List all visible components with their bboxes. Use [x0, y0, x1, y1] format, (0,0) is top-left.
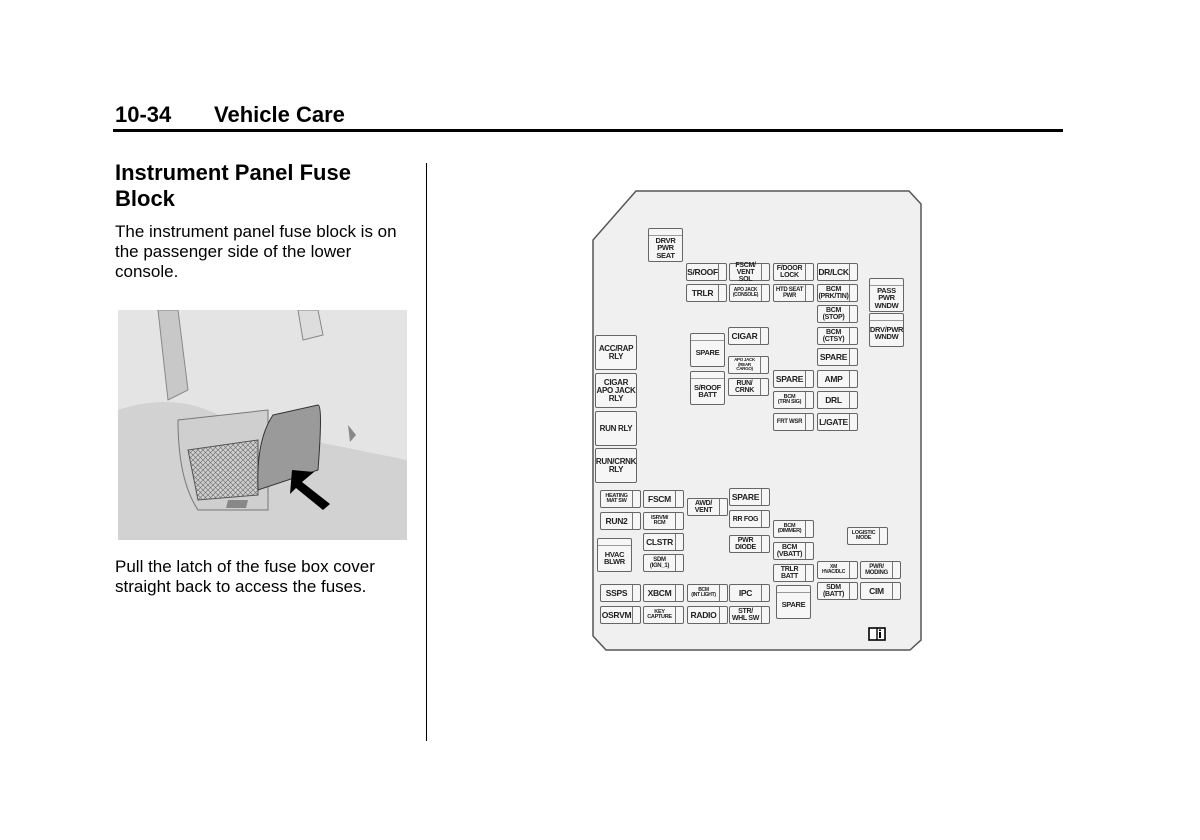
- fuse-str-whl-sw: STR/ WHL SW: [729, 606, 770, 624]
- fuse-apo-jack-rear-cargo: APO JACK (REAR CARGO): [728, 356, 769, 374]
- fuse-pass-pwr-wndw: PASS PWR WNDW: [869, 278, 904, 312]
- fuse-ipc: IPC: [729, 584, 770, 602]
- column-divider: [426, 163, 427, 741]
- section-heading: Instrument Panel Fuse Block: [115, 160, 351, 211]
- fuse-s-roof: S/ROOF: [686, 263, 727, 281]
- fuse-block-location-illustration: [118, 310, 407, 540]
- relay-cigar-apo-jack: CIGAR APO JACK RLY: [595, 373, 637, 408]
- fuse-spare: SPARE: [773, 370, 814, 388]
- fuse-pwr-moding: PWR/ MODING: [860, 561, 901, 579]
- fuse-dr-lck: DR/LCK: [817, 263, 858, 281]
- fuse-bcm-trn-sig: BCM (TRN SIG): [773, 391, 814, 409]
- fuse-ssps: SSPS: [600, 584, 641, 602]
- page-number: 10-34: [115, 102, 172, 127]
- fuse-xm-hvac-dlc: XM HVAC/DLC: [817, 561, 858, 579]
- section-title: Vehicle Care: [214, 102, 345, 127]
- fuse-bcm-ctsy: BCM (CTSY): [817, 327, 858, 345]
- fuse-bcm-dimmer: BCM (DIMMER): [773, 520, 814, 538]
- fuse-l-gate: L/GATE: [817, 413, 858, 431]
- fuse-fscm-vent-sol: FSCM/ VENT SOL: [729, 262, 770, 283]
- fuse-isrvm-rcm: ISRVM/ RCM: [643, 512, 684, 530]
- fuse-bcm-vbatt: BCM (VBATT): [773, 542, 814, 560]
- fuse-spare: SPARE: [817, 348, 858, 366]
- fuse-logistic-mode: LOGISTIC MODE: [847, 527, 888, 545]
- instruction-paragraph: Pull the latch of the fuse box cover str…: [115, 557, 375, 596]
- owner-manual-book-icon: [868, 627, 886, 641]
- fuse-f-door-lock: F/DOOR LOCK: [773, 263, 814, 281]
- fuse-hvac-blwr: HVAC BLWR: [597, 538, 632, 572]
- relay-run-crnk: RUN/CRNK RLY: [595, 448, 637, 483]
- fuse-drvr-pwr-seat: DRVR PWR SEAT: [648, 228, 683, 262]
- fuse-drl: DRL: [817, 391, 858, 409]
- fuse-clstr: CLSTR: [643, 533, 684, 551]
- fuse-spare-tall: SPARE: [776, 585, 811, 619]
- fuse-s-roof-batt: S/ROOF BATT: [690, 371, 725, 405]
- fuse-awd-vent: AWD/ VENT: [687, 498, 728, 516]
- fuse-key-capture: KEY CAPTURE: [643, 606, 684, 624]
- intro-paragraph: The instrument panel fuse block is on th…: [115, 222, 397, 281]
- fuse-bcm-stop: BCM (STOP): [817, 305, 858, 323]
- fuse-bcm-int-light: BCM (INT LIGHT): [687, 584, 728, 602]
- fuse-frt-wsr: FRT WSR: [773, 413, 814, 431]
- fuse-trlr: TRLR: [686, 284, 727, 302]
- fuse-run2: RUN2: [600, 512, 641, 530]
- fuse-run-crnk: RUN/ CRNK: [728, 378, 769, 396]
- fuse-bcm-prk-tin: BCM (PRK/TIN): [817, 284, 858, 302]
- fuse-apo-jack-console: APO JACK (CONSOLE): [729, 284, 770, 302]
- fuse-cim: CIM: [860, 582, 901, 600]
- fuse-sdm-batt: SDM (BATT): [817, 582, 858, 600]
- fuse-xbcm: XBCM: [643, 584, 684, 602]
- fuse-heating-mat-sw: HEATING MAT SW: [600, 490, 641, 508]
- fuse-fscm: FSCM: [643, 490, 684, 508]
- fuse-amp: AMP: [817, 370, 858, 388]
- relay-acc-rap: ACC/RAP RLY: [595, 335, 637, 370]
- fuse-rr-fog: RR FOG: [729, 510, 770, 528]
- fuse-pwr-diode: PWR DIODE: [729, 535, 770, 553]
- fuse-osrvm: OSRVM: [600, 606, 641, 624]
- header-rule: [113, 129, 1063, 132]
- fuse-spare: SPARE: [729, 488, 770, 506]
- fuse-drv-pwr-wndw: DRV/PWR WNDW: [869, 313, 904, 347]
- relay-run: RUN RLY: [595, 411, 637, 446]
- fuse-radio: RADIO: [687, 606, 728, 624]
- fuse-trlr-batt: TRLR BATT: [773, 564, 814, 582]
- fuse-spare-tall: SPARE: [690, 333, 725, 367]
- fuse-sdm-ign1: SDM (IGN_1): [643, 554, 684, 572]
- fuse-cigar: CIGAR: [728, 327, 769, 345]
- fuse-htd-seat-pwr: HTD SEAT PWR: [773, 284, 814, 302]
